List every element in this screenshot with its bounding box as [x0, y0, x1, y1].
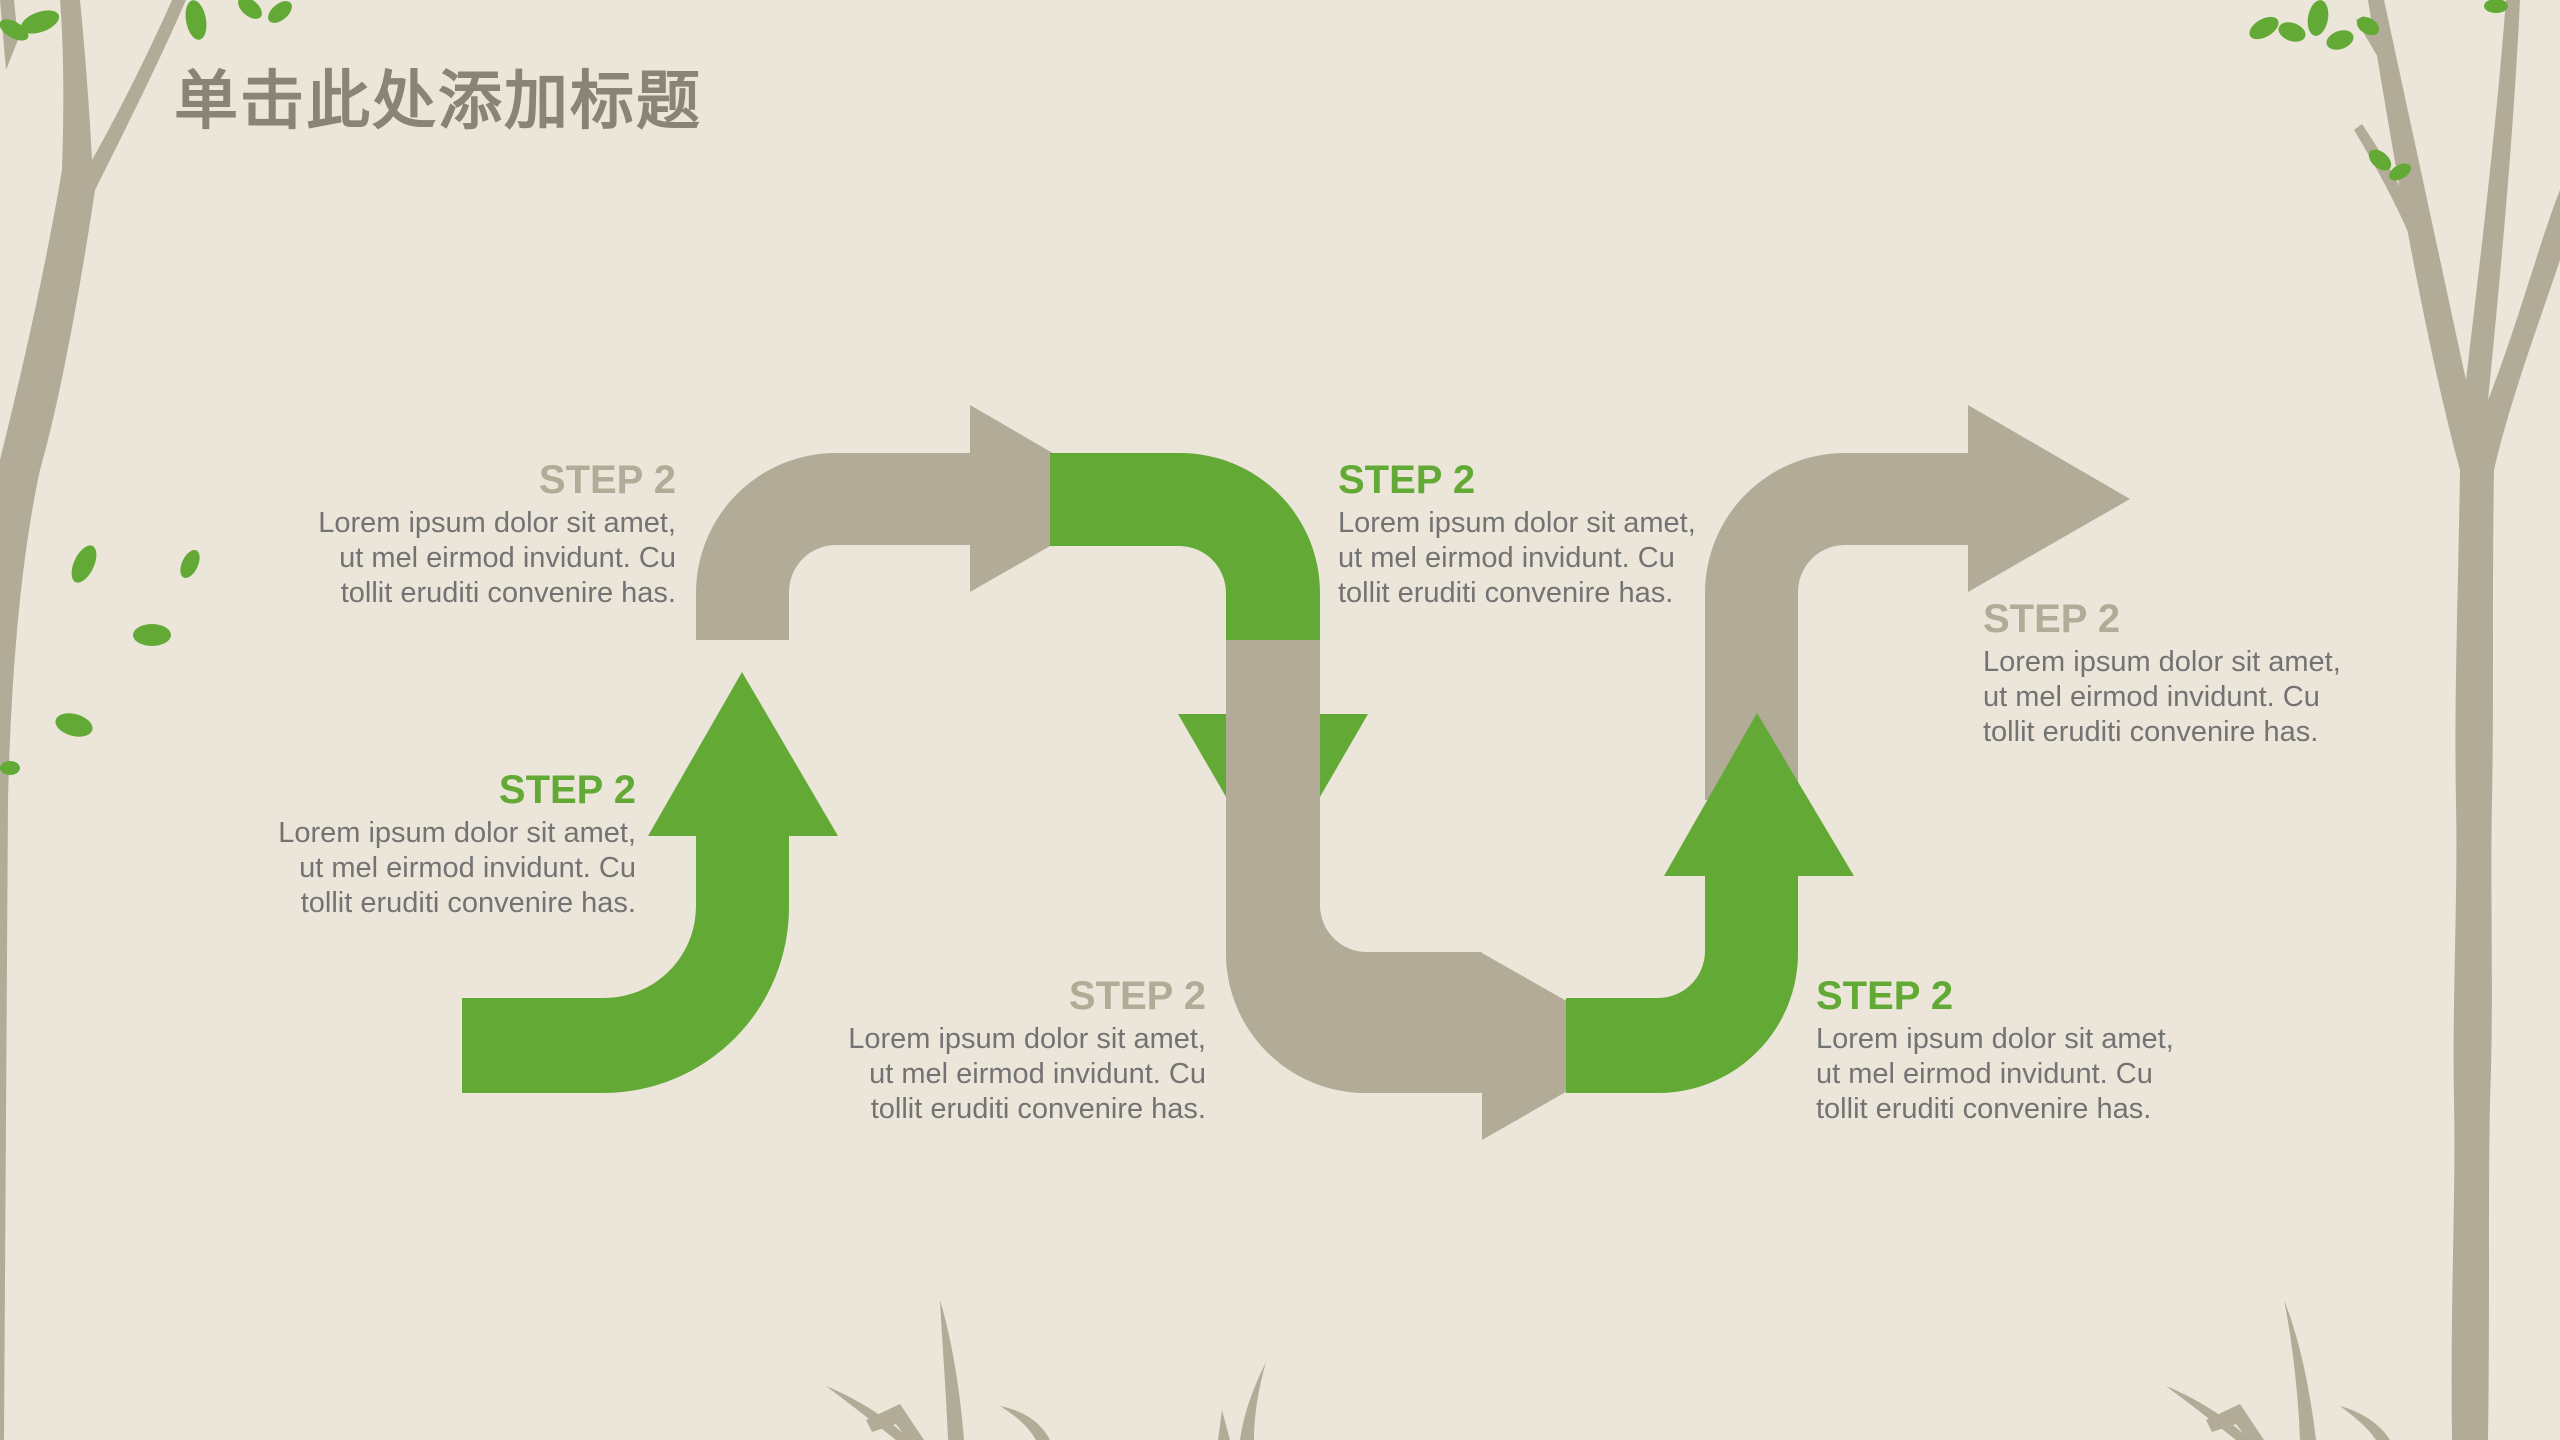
- step-block-2: STEP 2 Lorem ipsum dolor sit amet, ut me…: [196, 768, 636, 921]
- step-description[interactable]: Lorem ipsum dolor sit amet, ut mel eirmo…: [1816, 1022, 2256, 1127]
- arrow-segment-3: [1050, 453, 1368, 878]
- step-text-line: Lorem ipsum dolor sit amet,: [278, 817, 636, 849]
- step-heading[interactable]: STEP 2: [538, 458, 676, 502]
- step-block-5: STEP 2 Lorem ipsum dolor sit amet, ut me…: [1983, 597, 2423, 750]
- step-text-line: Lorem ipsum dolor sit amet,: [318, 507, 676, 539]
- step-text-line: tollit eruditi convenire has.: [1338, 577, 1674, 609]
- step-heading[interactable]: STEP 2: [1983, 597, 2121, 641]
- step-description[interactable]: Lorem ipsum dolor sit amet, ut mel eirmo…: [236, 506, 676, 611]
- step-text-line: ut mel eirmod invidunt. Cu: [339, 542, 676, 574]
- arrow-segment-4: [1226, 640, 1646, 1140]
- step-text-line: Lorem ipsum dolor sit amet,: [848, 1023, 1206, 1055]
- step-text-line: ut mel eirmod invidunt. Cu: [1983, 681, 2320, 713]
- step-heading[interactable]: STEP 2: [1338, 458, 1476, 502]
- step-description[interactable]: Lorem ipsum dolor sit amet, ut mel eirmo…: [766, 1022, 1206, 1127]
- step-heading[interactable]: STEP 2: [498, 768, 636, 812]
- step-text-line: ut mel eirmod invidunt. Cu: [299, 852, 636, 884]
- step-description[interactable]: Lorem ipsum dolor sit amet, ut mel eirmo…: [196, 816, 636, 921]
- step-text-line: Lorem ipsum dolor sit amet,: [1983, 646, 2341, 678]
- step-block-3: STEP 2 Lorem ipsum dolor sit amet, ut me…: [1338, 458, 1778, 611]
- step-text-line: Lorem ipsum dolor sit amet,: [1816, 1023, 2174, 1055]
- step-text-line: tollit eruditi convenire has.: [300, 887, 636, 919]
- left-leaves-decoration: [0, 0, 292, 775]
- grass-decoration: [826, 1300, 2390, 1440]
- step-block-1: STEP 2 Lorem ipsum dolor sit amet, ut me…: [236, 458, 676, 611]
- step-text-line: tollit eruditi convenire has.: [1816, 1093, 2152, 1125]
- step-text-line: ut mel eirmod invidunt. Cu: [869, 1058, 1206, 1090]
- step-block-6: STEP 2 Lorem ipsum dolor sit amet, ut me…: [1816, 974, 2256, 1127]
- step-heading[interactable]: STEP 2: [1816, 974, 1954, 1018]
- step-text-line: ut mel eirmod invidunt. Cu: [1816, 1058, 2153, 1090]
- right-leaves-decoration: [2249, 0, 2508, 181]
- step-heading[interactable]: STEP 2: [1068, 974, 1206, 1018]
- step-text-line: Lorem ipsum dolor sit amet,: [1338, 507, 1696, 539]
- step-text-line: ut mel eirmod invidunt. Cu: [1338, 542, 1675, 574]
- slide-title[interactable]: 单击此处添加标题: [174, 65, 702, 139]
- left-tree-decoration: [0, 0, 186, 1440]
- step-text-line: tollit eruditi convenire has.: [340, 577, 676, 609]
- step-text-line: tollit eruditi convenire has.: [1983, 716, 2319, 748]
- arrow-segment-2: [462, 672, 838, 1093]
- process-arrow-flow: [462, 405, 2130, 1140]
- arrow-segment-6: [1566, 713, 1854, 1093]
- step-description[interactable]: Lorem ipsum dolor sit amet, ut mel eirmo…: [1983, 645, 2423, 750]
- step-description[interactable]: Lorem ipsum dolor sit amet, ut mel eirmo…: [1338, 506, 1778, 611]
- step-text-line: tollit eruditi convenire has.: [870, 1093, 1206, 1125]
- arrow-segment-5: [1705, 405, 2130, 800]
- step-block-4: STEP 2 Lorem ipsum dolor sit amet, ut me…: [766, 974, 1206, 1127]
